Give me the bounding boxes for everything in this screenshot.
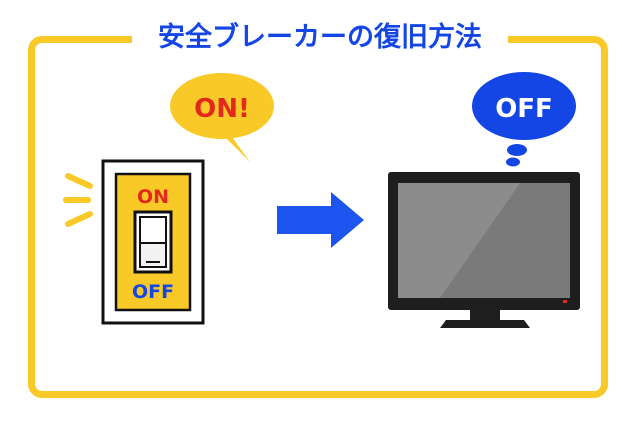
bubble-dot-large — [507, 144, 527, 156]
highlight-rays-icon — [63, 173, 93, 227]
bubble-dot-small — [506, 157, 520, 167]
page-title: 安全ブレーカーの復旧方法 — [132, 18, 508, 58]
breaker-switch: ON OFF — [101, 159, 205, 325]
tv-screen-reflection — [398, 183, 520, 298]
tv-thought-bubble: OFF — [472, 72, 576, 167]
tv-icon — [388, 172, 580, 328]
bubble-body — [170, 73, 274, 139]
switch-off-label: OFF — [132, 281, 174, 303]
switch-toggle-upper — [139, 216, 167, 244]
arrow-right-icon — [277, 192, 364, 248]
tv-bubble-label: OFF — [495, 94, 553, 124]
tv-power-light — [563, 300, 567, 303]
switch-toggle-lower — [139, 242, 167, 268]
switch-speech-bubble: ON! — [170, 73, 274, 162]
switch-on-label: ON — [137, 186, 169, 208]
switch-bubble-label: ON! — [194, 94, 250, 124]
tv-stand-base — [440, 320, 530, 328]
tv-stand-neck — [470, 310, 500, 320]
bubble-body — [472, 72, 576, 140]
